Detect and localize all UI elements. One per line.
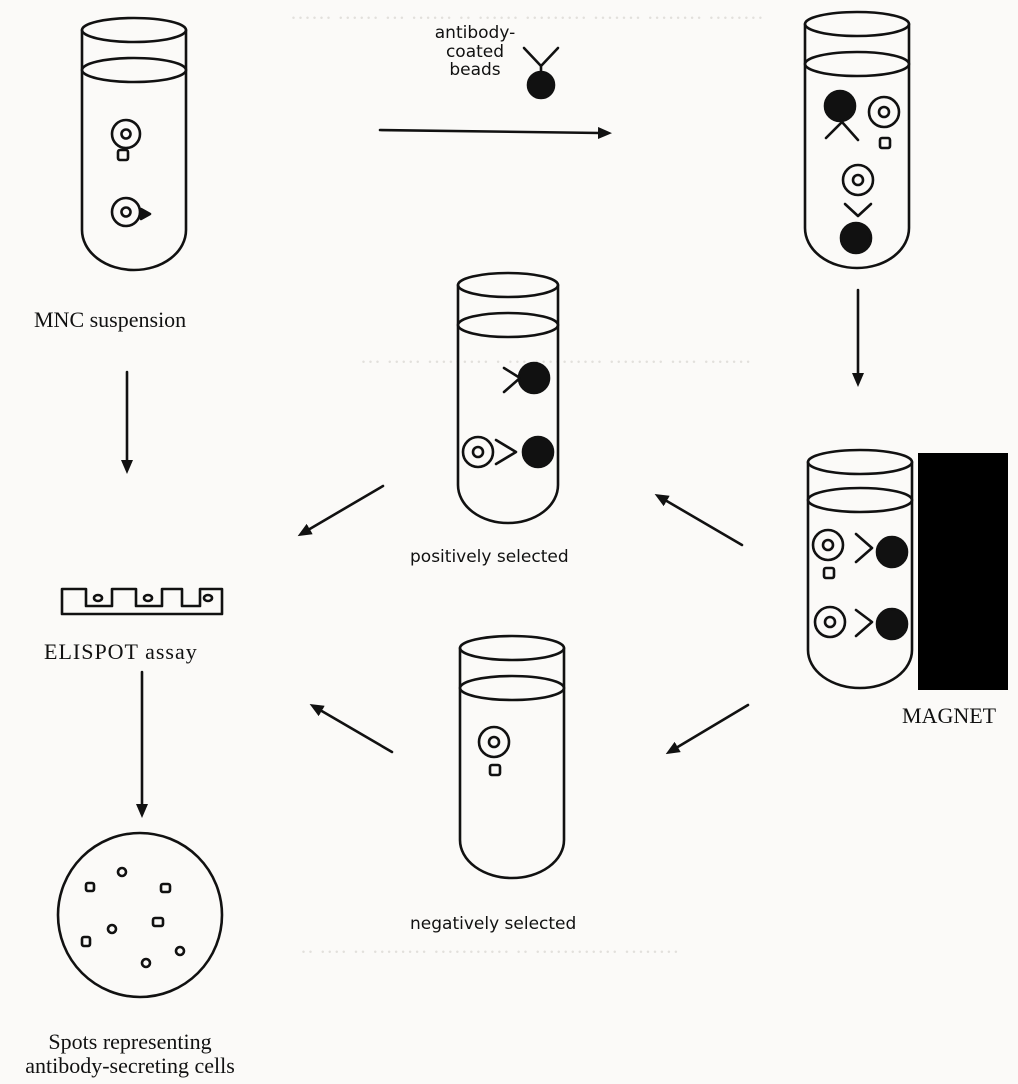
arrow <box>676 705 748 748</box>
positive-tube <box>458 273 558 523</box>
bead-icon <box>504 363 549 393</box>
cell-icon <box>813 530 843 578</box>
bead-icon <box>496 437 553 467</box>
arrow <box>320 710 392 752</box>
bead-caption-line: coated <box>400 43 550 62</box>
bead-caption-line: antibody- <box>400 24 550 43</box>
elispot-label: ELISPOT assay <box>44 640 198 664</box>
bead-caption-line: beads <box>400 61 550 80</box>
spots-caption: Spots representing antibody-secreting ce… <box>0 1030 260 1078</box>
cell-icon <box>463 437 493 467</box>
cell-icon <box>869 97 899 148</box>
spots-caption-line: Spots representing <box>0 1030 260 1054</box>
mixed-tube <box>805 12 909 268</box>
mnc-label: MNC suspension <box>34 308 186 332</box>
bead-icon <box>825 91 858 140</box>
negative-label: negatively selected <box>410 915 576 934</box>
elispot-plate <box>62 589 222 614</box>
bead-icon <box>856 609 907 639</box>
cell-icon <box>479 727 509 775</box>
negative-tube <box>460 636 564 878</box>
bead-caption: antibody- coated beads <box>400 24 550 80</box>
spots-caption-line: antibody-secreting cells <box>0 1054 260 1078</box>
arrow <box>308 486 383 530</box>
spot-well <box>58 833 222 997</box>
bead-icon <box>856 534 907 567</box>
arrow <box>380 130 600 133</box>
arrow <box>665 500 742 545</box>
magnet-block <box>918 453 1008 690</box>
magnet-label: MAGNET <box>902 704 996 728</box>
magnet-tube <box>808 450 912 688</box>
positive-label: positively selected <box>410 548 569 567</box>
mnc-tube <box>82 18 186 270</box>
bead-icon <box>841 204 871 253</box>
cell-icon <box>843 165 873 195</box>
cell-icon <box>815 607 845 637</box>
cell-icon <box>112 120 140 160</box>
cell-icon <box>112 198 150 226</box>
